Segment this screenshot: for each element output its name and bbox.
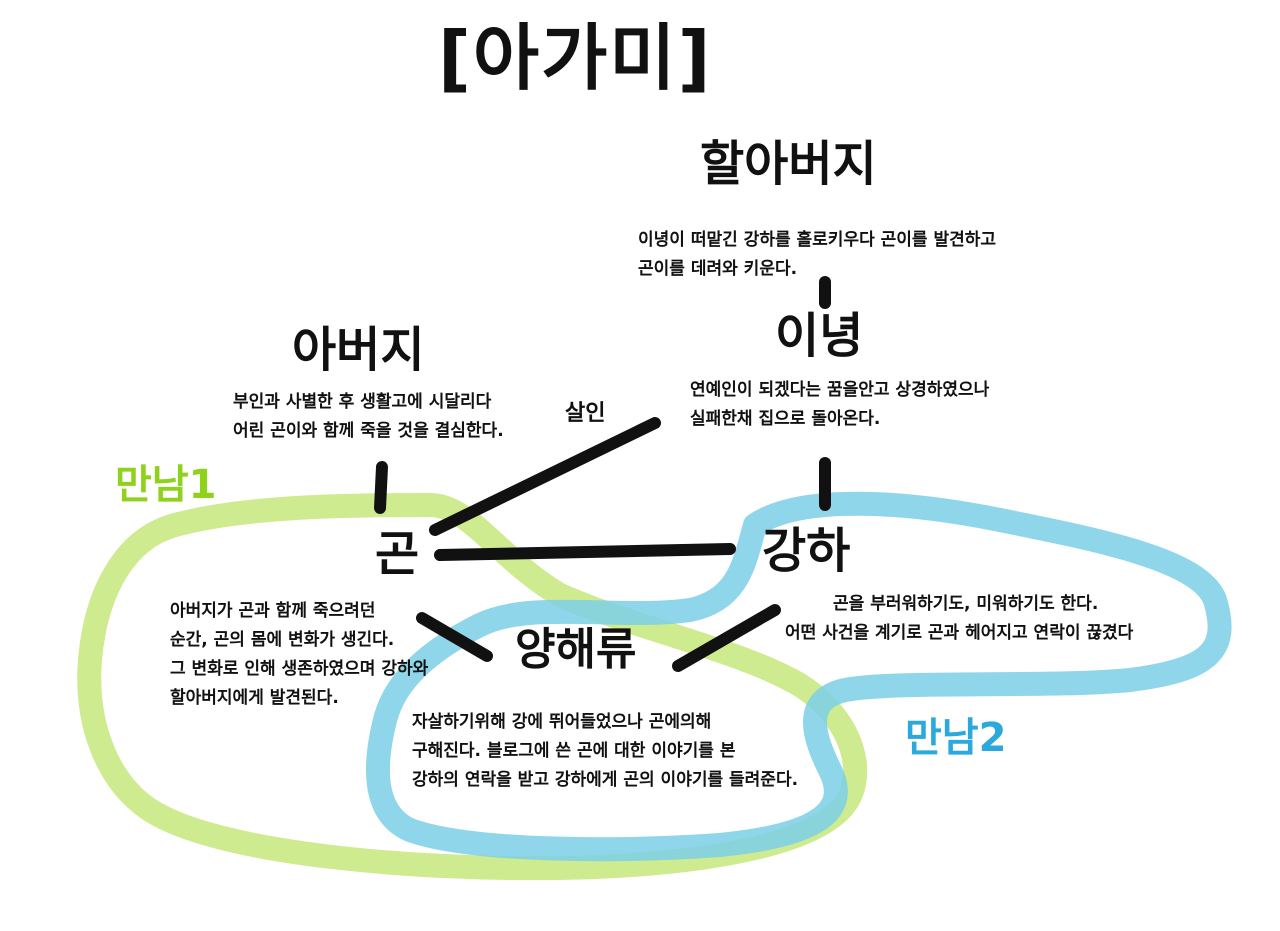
meeting2-outline — [365, 491, 1232, 862]
edge-gangha-yanghaeryu — [672, 604, 781, 672]
gon-desc: 아버지가 곤과 함께 죽으려던 순간, 곤의 몸에 변화가 생긴다. 그 변화로… — [170, 597, 428, 713]
node-yanghaeryu: 양해류 — [515, 624, 637, 675]
inyeong-desc-line: 실패한채 집으로 돌아온다. — [690, 408, 881, 429]
relation-murder-label: 살인 — [565, 401, 606, 426]
inyeong-desc-line: 연예인이 되겠다는 꿈을안고 상경하였으나 — [690, 380, 990, 400]
father-desc-line: 부인과 사별한 후 생활고에 시달리다 — [233, 392, 492, 412]
gon-desc-line: 아버지가 곤과 함께 죽으려던 — [170, 601, 376, 621]
connector-lines — [374, 276, 831, 672]
yanghaeryu-desc-line: 구해진다. 블로그에 쓴 곤에 대한 이야기를 본 — [412, 740, 736, 761]
node-gangha: 강하 — [762, 523, 851, 579]
gon-desc-line: 할아버지에게 발견된다. — [170, 687, 339, 708]
inyeong-desc: 연예인이 되겠다는 꿈을안고 상경하였으나 실패한채 집으로 돌아온다. — [690, 376, 989, 434]
node-gon: 곤 — [375, 526, 420, 582]
meeting1-outline — [77, 493, 868, 881]
grandfather-desc-line: 이녕이 떠맡긴 강하를 홀로키우다 곤이를 발견하고 — [638, 230, 997, 250]
node-grandfather: 할아버지 — [700, 136, 877, 192]
edge-father-gon — [374, 461, 388, 514]
gangha-desc-line: 곤을 부러워하기도, 미워하기도 한다. — [833, 594, 1099, 614]
edge-gon-yanghaeryu — [416, 612, 493, 662]
gangha-desc-line: 어떤 사건을 계기로 곤과 헤어지고 연락이 끊겼다 — [785, 622, 1134, 643]
father-desc-line: 어린 곤이와 함께 죽을 것을 결심한다. — [233, 420, 504, 441]
gangha-desc: 곤을 부러워하기도, 미워하기도 한다. 어떤 사건을 계기로 곤과 헤어지고 … — [785, 590, 1133, 648]
grandfather-desc-line: 곤이를 데려와 키운다. — [638, 258, 798, 279]
gon-desc-line: 순간, 곤의 몸에 변화가 생긴다. — [170, 629, 395, 650]
gon-desc-line: 그 변화로 인해 생존하였으며 강하와 — [170, 658, 429, 679]
yanghaeryu-desc-line: 자살하기위해 강에 뛰어들었으나 곤에의해 — [412, 712, 712, 732]
node-father: 아버지 — [292, 322, 425, 378]
meeting2-label: 만남2 — [905, 715, 1007, 761]
edge-gon-gangha — [434, 543, 736, 561]
yanghaeryu-desc-line: 강하의 연락을 받고 강하에게 곤의 이야기를 들려준다. — [412, 769, 799, 790]
edge-father-inyeong-murder — [429, 417, 661, 536]
page-title: [아가미] — [438, 16, 713, 100]
father-desc: 부인과 사별한 후 생활고에 시달리다 어린 곤이와 함께 죽을 것을 결심한다… — [233, 388, 504, 446]
grandfather-desc: 이녕이 떠맡긴 강하를 홀로키우다 곤이를 발견하고 곤이를 데려와 키운다. — [638, 226, 996, 284]
meeting1-label: 만남1 — [115, 462, 217, 508]
yanghaeryu-desc: 자살하기위해 강에 뛰어들었으나 곤에의해 구해진다. 블로그에 쓴 곤에 대한… — [412, 708, 798, 795]
node-inyeong: 이녕 — [775, 308, 864, 364]
